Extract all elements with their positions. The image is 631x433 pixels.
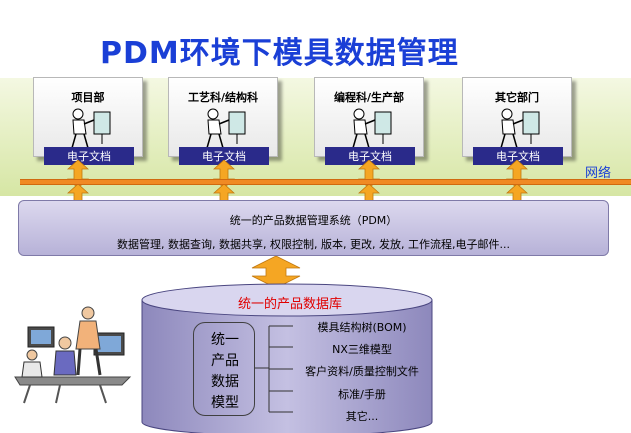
model-line: 数据 [211, 374, 239, 390]
engineer-at-desk-icon [497, 108, 541, 149]
model-line: 统一 [211, 332, 239, 348]
doc-label: 电子文档 [325, 147, 415, 165]
dept-name: 其它部门 [495, 91, 539, 104]
big-double-arrow-icon [251, 256, 301, 288]
pdm-title: 统一的产品数据管理系统（PDM） [229, 214, 398, 227]
dept-card-process: 工艺科/结构科 [168, 77, 278, 157]
model-connector-lines [255, 325, 293, 413]
dept-name: 编程科/生产部 [333, 91, 405, 104]
db-item: 客户资料/质量控制文件 [305, 365, 419, 378]
doc-label: 电子文档 [179, 147, 269, 165]
database-title: 统一的产品数据库 [237, 297, 342, 312]
db-item: 标准/手册 [338, 388, 386, 401]
dept-name: 工艺科/结构科 [187, 91, 259, 104]
office-workers-illustration [14, 306, 132, 404]
dept-card-programming: 编程科/生产部 [314, 77, 424, 157]
engineer-at-desk-icon [203, 108, 247, 149]
unified-model-box: 统一 产品 数据 模型 [193, 322, 255, 416]
db-item: NX三维模型 [332, 343, 392, 356]
model-line: 产品 [211, 353, 239, 369]
network-label: 网络 [585, 166, 612, 181]
dept-card-other: 其它部门 [462, 77, 572, 157]
doc-label: 电子文档 [473, 147, 563, 165]
network-line [20, 179, 631, 185]
db-item: 模具结构树(BOM) [317, 321, 407, 334]
database-cylinder [141, 283, 433, 433]
model-line: 模型 [211, 395, 239, 411]
engineer-at-desk-icon [68, 108, 112, 149]
pdm-functions: 数据管理, 数据查询, 数据共享, 权限控制, 版本, 更改, 发放, 工作流程… [117, 238, 510, 251]
doc-label: 电子文档 [44, 147, 134, 165]
page-title: PDM环境下模具数据管理 [100, 36, 459, 71]
dept-card-project: 项目部 [33, 77, 143, 157]
pdm-system-box: 统一的产品数据管理系统（PDM） 数据管理, 数据查询, 数据共享, 权限控制,… [18, 200, 609, 256]
engineer-at-desk-icon [349, 108, 393, 149]
db-item: 其它... [345, 410, 379, 423]
dept-name: 项目部 [71, 91, 105, 104]
